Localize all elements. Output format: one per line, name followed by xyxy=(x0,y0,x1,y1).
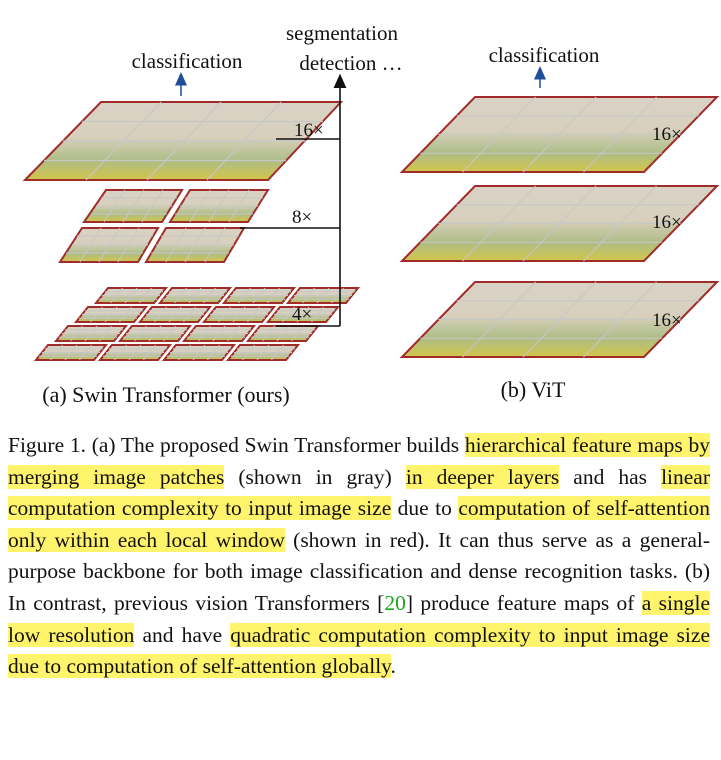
figure-1: classification segmentation detection … xyxy=(22,21,720,407)
caption-text: due to xyxy=(391,496,459,521)
swin-4x-window-grid xyxy=(231,344,295,361)
swin-branch-label-line1: segmentation xyxy=(286,21,398,45)
swin-4x-window-grid xyxy=(59,325,123,342)
caption-text: Figure 1. (a) The proposed Swin Transfor… xyxy=(8,433,465,457)
grid-line xyxy=(143,344,156,361)
swin-feature-branch xyxy=(240,73,347,327)
grid-line xyxy=(583,185,657,262)
swin-level-8x xyxy=(58,189,270,263)
swin-8x-patch-grid xyxy=(66,189,263,263)
grid-line xyxy=(183,306,196,323)
swin-level-label-4x: 4× xyxy=(292,304,312,325)
grid-line xyxy=(267,287,280,304)
grid-line xyxy=(227,325,240,342)
caption-text: and has xyxy=(559,464,662,489)
swin-level-label-16x: 16× xyxy=(294,120,324,141)
swin-4x-windows xyxy=(33,287,361,361)
caption-text: (shown in gray) xyxy=(224,464,406,489)
swin-4x-window-grid xyxy=(79,306,143,323)
swin-4x-window-grid xyxy=(187,325,251,342)
caption-reference[interactable]: 20 xyxy=(384,590,406,615)
vit-levels xyxy=(399,96,720,358)
swin-4x-window-grid xyxy=(251,325,315,342)
grid-line xyxy=(291,325,304,342)
swin-4x-window-grid xyxy=(291,287,355,304)
vit-level-label-top: 16× xyxy=(652,124,682,145)
swin-level-4x xyxy=(33,287,361,361)
grid-line xyxy=(163,325,176,342)
grid-line xyxy=(99,325,112,342)
swin-4x-window-grid xyxy=(167,344,231,361)
swin-4x-window-grid xyxy=(39,344,103,361)
swin-sublabel: (a) Swin Transformer (ours) xyxy=(42,382,289,407)
swin-transformer-diagram: classification segmentation detection … xyxy=(22,21,403,407)
vit-feature-map-grid xyxy=(420,281,699,358)
grid-line xyxy=(583,281,657,358)
vit-classification-label: classification xyxy=(489,43,600,67)
caption-text: and have xyxy=(134,622,231,647)
swin-4x-window-grid xyxy=(99,287,163,304)
grid-line xyxy=(207,344,220,361)
swin-4x-window-grid xyxy=(227,287,291,304)
swin-4x-window-grid xyxy=(207,306,271,323)
swin-4x-window-grid xyxy=(163,287,227,304)
swin-4x-window-grid xyxy=(143,306,207,323)
grid-line xyxy=(119,306,132,323)
grid-line xyxy=(79,344,92,361)
swin-4x-window-grid xyxy=(123,325,187,342)
vit-diagram: classification 16× 16× 16× (b) ViT xyxy=(399,43,720,402)
grid-line xyxy=(583,96,657,173)
caption-text: (shown in red). It can thus serve as a g… xyxy=(8,527,710,615)
vit-level-label-middle: 16× xyxy=(652,212,682,233)
caption-text: ] produce feature maps of xyxy=(405,590,642,615)
grid-line xyxy=(311,306,324,323)
vit-feature-map-grid xyxy=(420,185,699,262)
vit-level-label-bottom: 16× xyxy=(652,310,682,331)
swin-branch-label-line2: detection … xyxy=(299,51,402,75)
figure-caption: Figure 1. (a) The proposed Swin Transfor… xyxy=(8,430,711,683)
grid-line xyxy=(139,287,152,304)
caption-highlight: in deeper layers xyxy=(405,464,560,489)
swin-classification-label: classification xyxy=(132,49,243,73)
grid-line xyxy=(271,344,284,361)
swin-4x-window-grid xyxy=(271,306,335,323)
swin-4x-window-grid xyxy=(103,344,167,361)
grid-line xyxy=(331,287,344,304)
swin-16x-patch-grid xyxy=(44,101,323,181)
vit-sublabel: (b) ViT xyxy=(501,377,566,402)
swin-level-16x xyxy=(22,101,344,181)
grid-line xyxy=(247,306,260,323)
vit-feature-map-grid xyxy=(420,96,699,173)
caption-text: . xyxy=(390,654,396,679)
swin-level-label-8x: 8× xyxy=(292,207,312,228)
grid-line xyxy=(203,287,216,304)
